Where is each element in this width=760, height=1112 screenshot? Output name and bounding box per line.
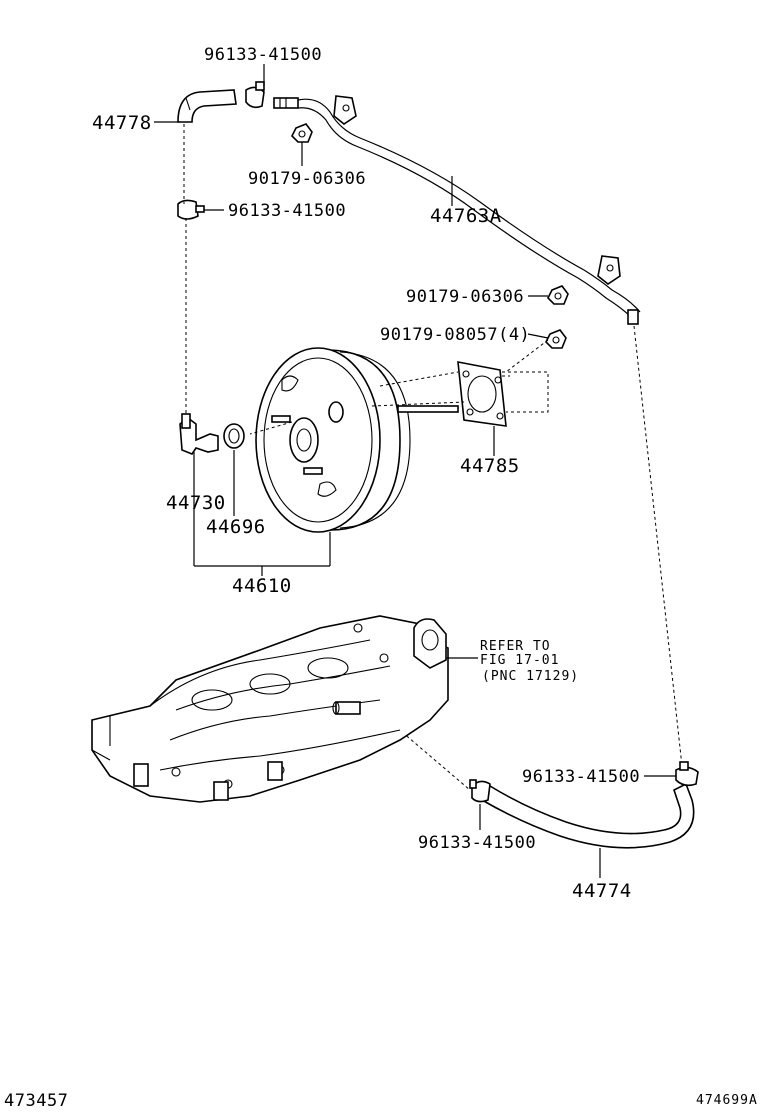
label-gasket-44785: 44785 [460, 455, 520, 477]
projection-lines [183, 124, 683, 791]
pipe-44763a [297, 95, 641, 325]
label-refer-line2: FIG 17-01 [480, 653, 559, 668]
label-hose-44778: 44778 [92, 112, 152, 134]
grommet-44696 [223, 423, 245, 449]
label-nut-right: 90179-06306 [406, 287, 524, 307]
label-clip-left: 96133-41500 [228, 201, 346, 221]
clip-top [245, 81, 265, 109]
label-clip-right: 96133-41500 [522, 767, 640, 787]
footer-right-code: 474699A [696, 1093, 758, 1108]
label-refer-line1: REFER TO [480, 639, 551, 654]
nut-right [547, 285, 569, 305]
label-nut-top: 90179-06306 [248, 169, 366, 189]
clip-left [177, 199, 205, 220]
brake-booster-44610 [255, 347, 459, 533]
label-clip-top: 96133-41500 [204, 45, 322, 65]
label-booster-44610: 44610 [232, 575, 292, 597]
intake-manifold [91, 615, 449, 803]
pipe-fitting-top [273, 97, 299, 109]
label-clip-bottom: 96133-41500 [418, 833, 536, 853]
gasket-44785 [457, 361, 507, 427]
leader-lines [154, 64, 676, 878]
nut-booster [545, 329, 567, 349]
label-nut-booster: 90179-08057(4) [380, 325, 530, 345]
nut-top [291, 123, 313, 143]
clip-bottom [469, 779, 491, 803]
label-check-valve-44730: 44730 [166, 492, 226, 514]
clip-right [675, 761, 699, 787]
label-refer-line3: (PNC 17129) [482, 669, 579, 684]
label-pipe-44763a: 44763A [430, 205, 502, 227]
check-valve-44730 [179, 413, 219, 455]
label-hose-44774: 44774 [572, 880, 632, 902]
hose-44774 [480, 782, 695, 849]
hose-44778 [177, 89, 237, 123]
footer-left-code: 473457 [4, 1091, 68, 1111]
label-grommet-44696: 44696 [206, 516, 266, 538]
